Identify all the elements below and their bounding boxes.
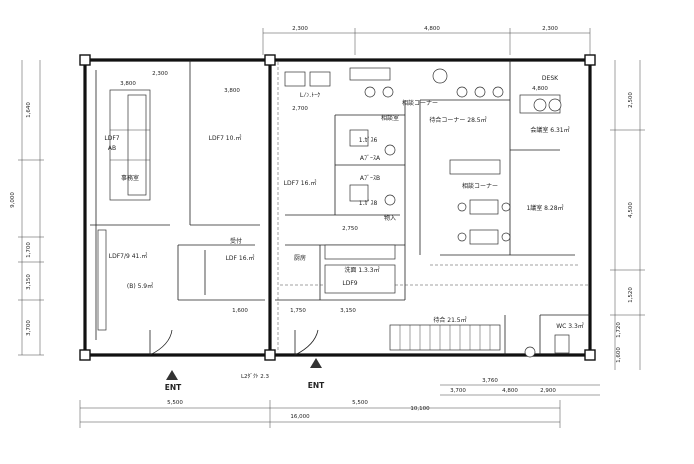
dim-bottom-3: 10,100 — [410, 406, 430, 412]
room-hall-top: Lﾉﾝ.ﾄｰｸ — [300, 92, 320, 99]
room-counter: 相談コーナー — [402, 99, 438, 107]
room-left-area-b: AB — [108, 145, 116, 152]
dim-left-4: 3,150 — [26, 274, 32, 290]
room-tsm: LDF9 — [342, 280, 357, 287]
room-meeting-2: 1.ｶﾞｽ8 — [359, 200, 378, 207]
room-meeting: 1議室 8.28㎡ — [526, 204, 563, 212]
dim-left-3: 1,700 — [26, 242, 32, 258]
ent-left-label: ENT — [165, 383, 182, 392]
bottom-note: L2ﾀﾞｸﾄ 2.3 — [241, 373, 270, 380]
dim-bottom-6: 4,800 — [502, 388, 518, 394]
dim-inner-5: 4,800 — [532, 86, 548, 92]
outer-walls — [83, 58, 592, 357]
dim-bottom-7: 2,900 — [540, 388, 556, 394]
dim-inner-9: 1,600 — [232, 308, 248, 314]
dim-inner-1: 3,800 — [224, 88, 240, 94]
dim-left-5: 3,700 — [26, 320, 32, 336]
dim-inner-6: 2,750 — [342, 226, 358, 232]
room-corner: 相談コーナー — [462, 182, 498, 190]
dim-inner-2: 2,700 — [292, 106, 308, 112]
room-waiting-2: 会議室 6.31㎡ — [530, 126, 569, 134]
room-left-bottom: LDF7/9 41.㎡ — [109, 252, 148, 260]
room-hall-top-sub: 相談室 — [381, 114, 399, 122]
dim-inner-4: 2,300 — [152, 71, 168, 77]
room-washroom: 洗面 1.3.3㎡ — [344, 266, 379, 274]
room-left-office: 事務室 — [121, 174, 139, 182]
entrance-arrow-right — [310, 358, 322, 368]
ent-right-label: ENT — [308, 381, 325, 390]
dim-bottom-2: 5,500 — [352, 400, 368, 406]
dim-top-3: 2,300 — [542, 26, 558, 32]
room-booth-a: AﾌﾞｰｽA — [360, 155, 381, 162]
room-reception: 受付 — [230, 237, 242, 245]
dim-right-3: 1,520 — [628, 287, 634, 303]
room-storage: 物入 — [384, 214, 396, 222]
dim-inner-8: 1,750 — [290, 308, 306, 314]
room-booth-b: AﾌﾞｰｽB — [360, 175, 380, 182]
dim-right-1: 2,500 — [628, 92, 634, 108]
room-mid: LDF 16.㎡ — [226, 254, 255, 262]
dim-top-2: 4,800 — [424, 26, 440, 32]
entrance-arrow-left — [166, 370, 178, 380]
dim-left-2: 9,000 — [10, 192, 16, 208]
room-meeting-1: 1.ｶﾞｽ6 — [359, 137, 378, 144]
dim-bottom-8: 3,700 — [450, 388, 466, 394]
dim-bottom-4: 16,000 — [290, 414, 310, 420]
dim-inner-7: 3,150 — [340, 308, 356, 314]
interior-partitions — [90, 60, 590, 355]
dimension-labels: 2,300 4,800 2,300 1,640 9,000 1,700 3,15… — [10, 26, 634, 420]
dim-bottom-5: 3,760 — [482, 378, 498, 384]
furniture — [97, 67, 570, 358]
room-left-bottom-sub: (B) 5.9㎡ — [127, 282, 153, 290]
room-labels: LDF7 10.㎡ LDF7 16.㎡ LDF7/9 41.㎡ (B) 5.9㎡… — [104, 75, 583, 330]
room-left-area-a: LDF7 — [104, 135, 119, 142]
dim-right-5: 1,600 — [616, 347, 622, 363]
structural-columns — [79, 54, 596, 361]
room-wc: WC 3.3㎡ — [556, 322, 584, 330]
room-kitchen: 厨房 — [294, 254, 306, 262]
room-big-area: 待合 21.5㎡ — [433, 316, 466, 324]
dim-bottom-1: 5,500 — [167, 400, 183, 406]
dim-top-1: 2,300 — [292, 26, 308, 32]
room-desk: DESK — [542, 75, 559, 82]
room-waiting: 待合コーナー 28.5㎡ — [429, 116, 486, 124]
ent-labels: ENT ENT L2ﾀﾞｸﾄ 2.3 — [165, 373, 325, 392]
dim-inner-3: 3,800 — [120, 81, 136, 87]
dim-right-2: 4,500 — [628, 202, 634, 218]
entrance-markers — [149, 329, 322, 380]
dim-left-1: 1,640 — [26, 102, 32, 118]
dimension-lines — [18, 28, 645, 428]
room-left-mid: LDF7 16.㎡ — [284, 179, 317, 187]
dim-right-4: 1,720 — [616, 322, 622, 338]
room-left-top: LDF7 10.㎡ — [209, 134, 242, 142]
